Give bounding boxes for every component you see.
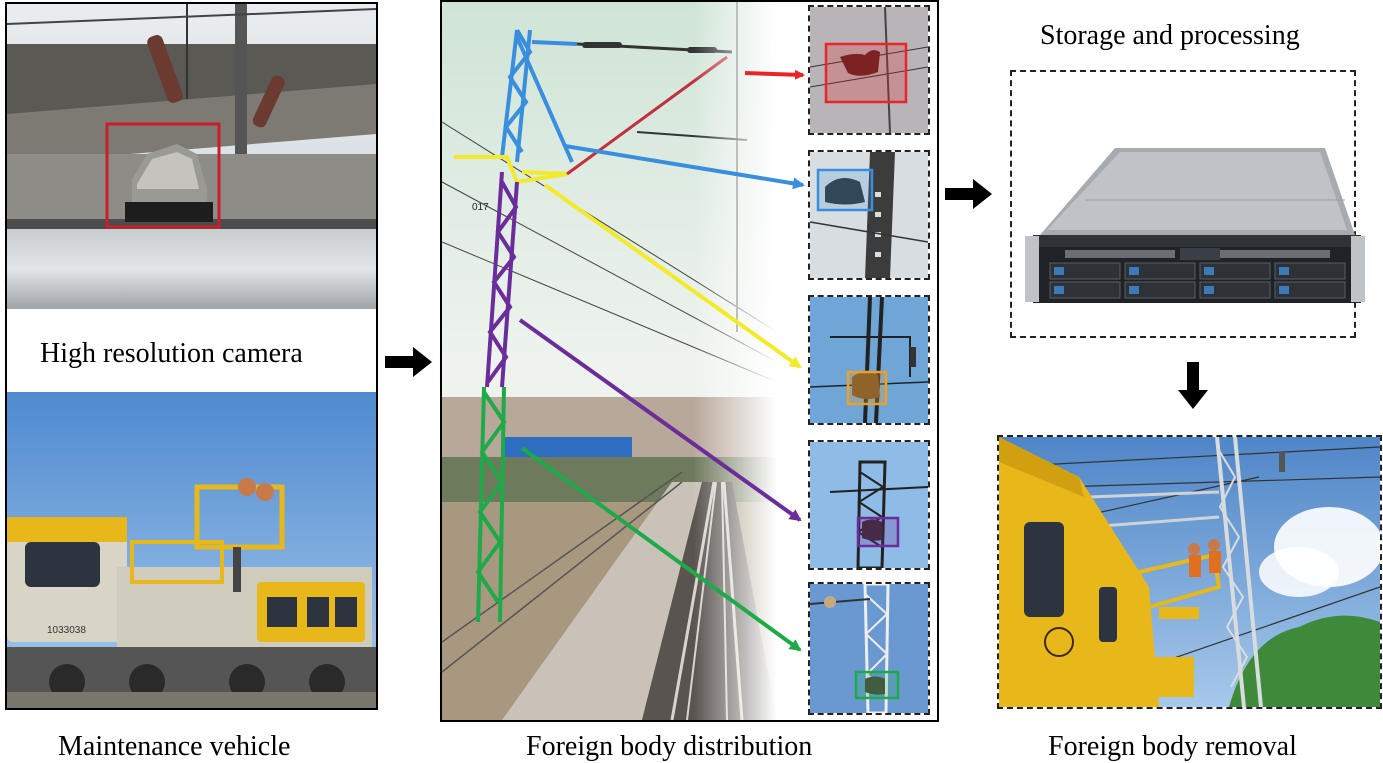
blue-arrow <box>564 144 805 190</box>
green-arrow <box>520 446 802 652</box>
maintenance-vehicle-label: Maintenance vehicle <box>58 731 291 762</box>
foreign-body-distribution-label: Foreign body distribution <box>526 731 813 762</box>
railway-photo: 017 <box>442 2 777 720</box>
middle-panel <box>440 0 939 722</box>
camera-photo <box>7 4 376 309</box>
server-icon <box>1025 140 1365 310</box>
server-frame <box>1010 70 1356 338</box>
left-panel <box>5 2 378 710</box>
thumb-purple-nest[interactable] <box>808 440 930 570</box>
storage-processing-label: Storage and processing <box>1040 20 1300 51</box>
thumb-red-clothing[interactable] <box>808 5 930 135</box>
red-arrow <box>744 69 805 80</box>
thumb-blue-nest[interactable] <box>808 150 930 280</box>
purple-arrow <box>518 318 802 522</box>
right-arrow-icon <box>945 177 993 211</box>
foreign-body-removal-label: Foreign body removal <box>1048 731 1297 762</box>
thumb-green-nest[interactable] <box>808 582 930 715</box>
removal-photo-frame <box>997 435 1382 709</box>
thumb-yellow-nest[interactable] <box>808 295 930 425</box>
mast-number-text: 017 <box>472 202 489 213</box>
down-arrow-icon <box>1176 362 1210 410</box>
high-res-camera-label: High resolution camera <box>40 338 303 369</box>
vehicle-number-text: 1033038 <box>47 625 86 636</box>
vehicle-photo: 1033038 <box>7 392 376 708</box>
yellow-arrow <box>543 183 802 369</box>
right-arrow-icon <box>385 345 433 379</box>
removal-photo <box>999 437 1380 707</box>
